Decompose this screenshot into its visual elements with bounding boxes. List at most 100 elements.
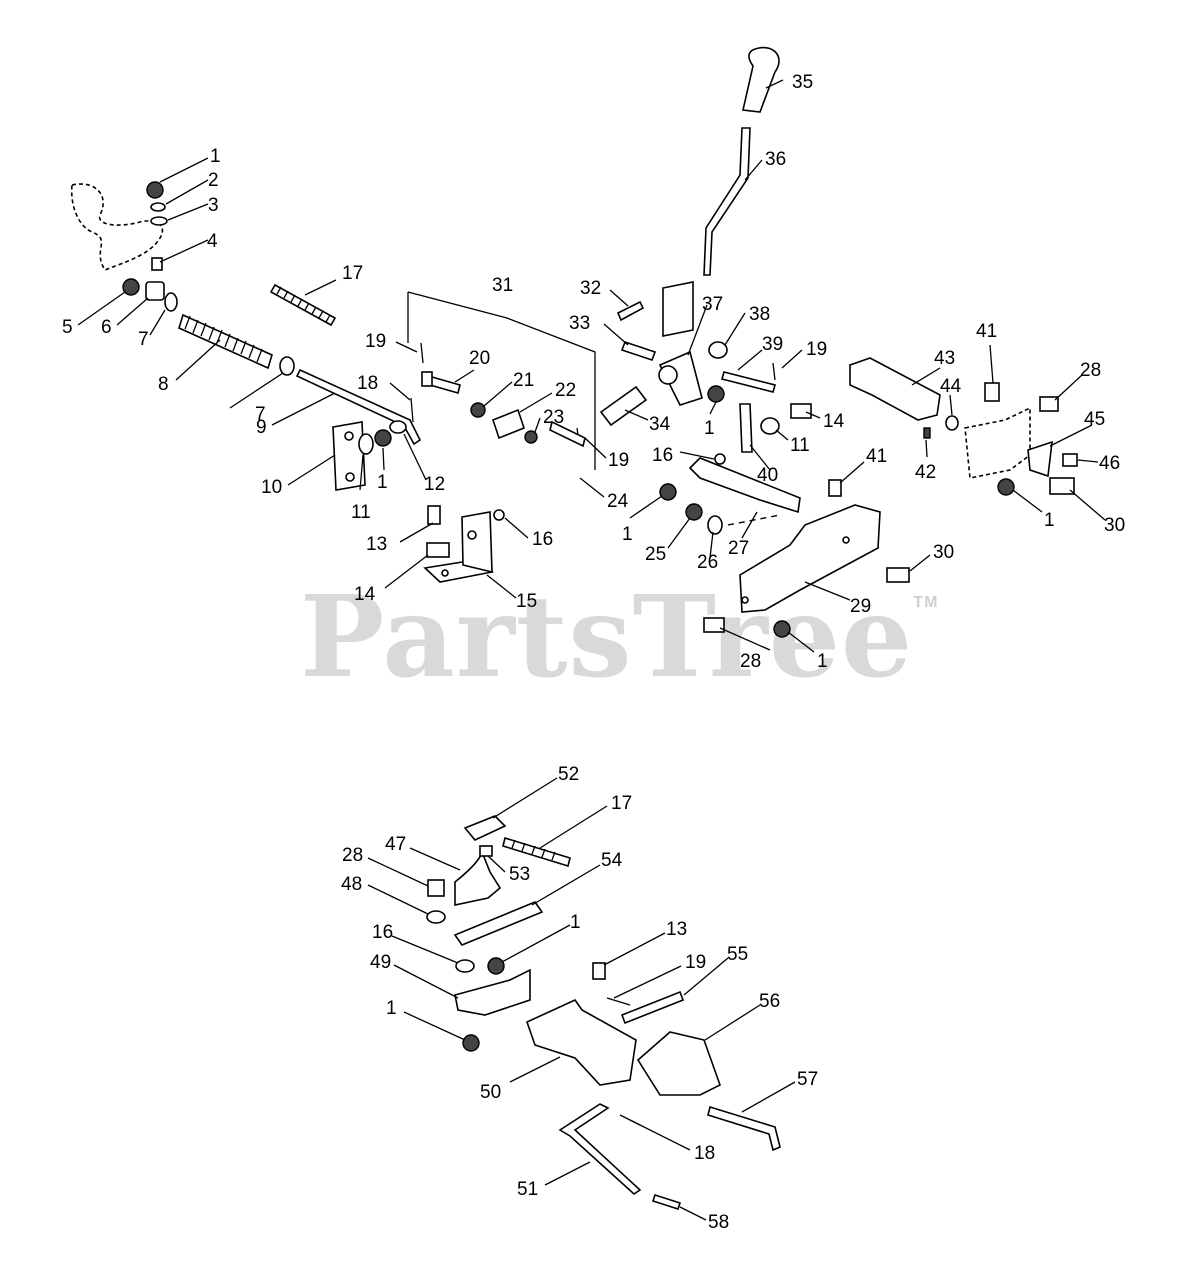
callout-30b: 30 [1104,515,1125,536]
callout-36: 36 [765,149,786,170]
callout-47: 47 [385,834,406,855]
callout-28: 28 [740,651,761,672]
pin-4 [151,257,163,271]
bolt-41 [828,479,842,497]
callout-41: 41 [866,446,887,467]
upper-assembly [70,46,1078,638]
callout-56: 56 [759,991,780,1012]
rod-39 [721,371,776,393]
callout-8: 8 [158,374,169,395]
pin-33 [620,340,657,362]
callout-2: 2 [208,170,219,191]
bracket-49 [454,968,531,1016]
nut-1e [773,620,791,638]
callout-16: 16 [532,529,553,550]
pin-19c [772,362,776,381]
callout-25: 25 [645,544,666,565]
callout-16c: 16 [372,922,393,943]
bolt-13b [592,962,606,980]
bushing-34 [599,385,648,427]
nut-1g [487,957,505,975]
nut-25 [685,503,703,521]
callout-27: 27 [728,538,749,559]
callout-16b: 16 [652,445,673,466]
bracket-52 [463,815,507,841]
partstree-watermark: PartsTreeTM [300,572,938,703]
bracket-right [964,406,1031,479]
callout-18b: 18 [694,1143,715,1164]
bolt-28c [427,879,445,897]
nut-5 [122,278,140,296]
callout-1d: 1 [622,524,633,545]
bolt-14 [426,542,450,558]
pin-18 [410,397,414,423]
spring-8 [178,313,273,370]
callout-17: 17 [342,263,363,284]
callout-41b: 41 [976,321,997,342]
pivot-47 [454,849,502,906]
callout-6: 6 [101,317,112,338]
callout-34: 34 [649,414,671,435]
watermark-text: PartsTree [300,572,914,703]
washer-44 [945,415,959,431]
washer-26 [707,515,723,535]
nut-1h [462,1034,480,1052]
callout-28b: 28 [1080,360,1101,381]
callout-22: 22 [555,380,576,401]
pin-55 [620,990,685,1025]
brake-pedal [70,183,164,271]
spring-17 [269,283,337,327]
bolt-30b [1049,477,1075,495]
callout-11: 11 [351,502,371,523]
callout-14: 14 [354,584,376,605]
callout-33: 33 [569,313,590,334]
link-40 [739,403,753,453]
bolt-30 [886,567,910,583]
nut-23 [524,430,538,444]
washer-48 [426,910,446,924]
bolt-13 [427,505,441,525]
link-54 [453,901,544,946]
callout-1e: 1 [817,651,828,672]
lower-leaders [367,777,796,1221]
callout-38: 38 [749,304,770,325]
callout-55: 55 [727,944,748,965]
clip-58 [651,1193,682,1211]
washer-16c [455,959,475,973]
spring-17b [502,836,571,868]
callout-1c: 1 [704,418,715,439]
pivot-37 [658,350,703,406]
ferrule-6 [145,281,165,301]
callout-11b: 11 [790,435,810,456]
callout-15: 15 [516,591,537,612]
upper-callouts: 1 2 3 4 5 6 7 7 8 9 10 11 1 12 13 14 15 … [62,72,1125,672]
nut-1b [374,429,392,447]
callout-53: 53 [509,864,530,885]
bushing-38 [708,341,728,359]
nut-1f [997,478,1015,496]
rod-9 [295,368,422,446]
pin-19d [606,997,631,1006]
knob-35 [742,46,780,113]
callout-19d: 19 [685,952,706,973]
rod-51 [558,1103,642,1196]
nut-1d [659,483,677,501]
bracket-50 [526,998,637,1086]
rod-57 [707,1105,781,1152]
callout-45: 45 [1084,409,1105,430]
callout-37: 37 [702,294,723,315]
callout-18: 18 [357,373,378,394]
bolt-46 [1062,453,1078,467]
callout-1h: 1 [386,998,397,1019]
bolt-41b [984,382,1000,402]
callout-19b: 19 [608,450,629,471]
pin-42 [923,427,931,439]
callout-46: 46 [1099,453,1120,474]
lower-assembly [426,815,781,1211]
callout-1b: 1 [377,472,388,493]
callout-19a: 19 [365,331,386,352]
bolt-28 [703,617,725,633]
callout-26: 26 [697,552,718,573]
lower-callouts: 52 17 47 53 54 28 48 16 1 49 1 13 19 55 … [341,764,818,1233]
callout-19c: 19 [806,339,827,360]
